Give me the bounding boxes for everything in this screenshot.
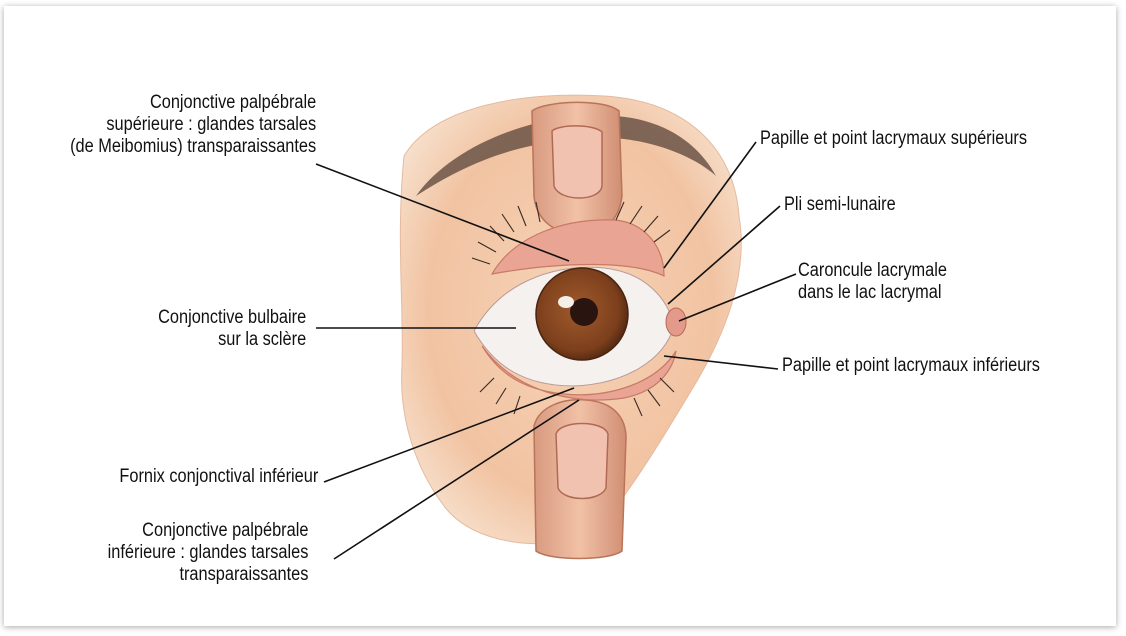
- label-pli-semi-lunaire: Pli semi-lunaire: [784, 194, 896, 216]
- label-papille-point-lacrymaux-inferieurs: Papille et point lacrymaux inférieurs: [782, 355, 1040, 377]
- iris-highlight: [558, 296, 574, 308]
- label-conjonctive-palpebrale-inferieure: Conjonctive palpébrale inférieure : glan…: [107, 520, 308, 586]
- label-papille-point-lacrymaux-superieurs: Papille et point lacrymaux supérieurs: [760, 128, 1027, 150]
- pupil: [570, 298, 598, 326]
- label-conjonctive-palpebrale-superieure: Conjonctive palpébrale supérieure : glan…: [70, 92, 316, 158]
- upper-fingernail: [552, 126, 602, 198]
- label-caroncule-lacrymale: Caroncule lacrymale dans le lac lacrymal: [798, 260, 947, 304]
- label-fornix-conjonctival-inferieur: Fornix conjonctival inférieur: [119, 466, 318, 488]
- lower-fingernail: [556, 424, 608, 499]
- label-conjonctive-bulbaire: Conjonctive bulbaire sur la sclère: [158, 307, 306, 351]
- caruncle: [666, 308, 686, 336]
- figure-frame: Conjonctive palpébrale supérieure : glan…: [4, 6, 1116, 626]
